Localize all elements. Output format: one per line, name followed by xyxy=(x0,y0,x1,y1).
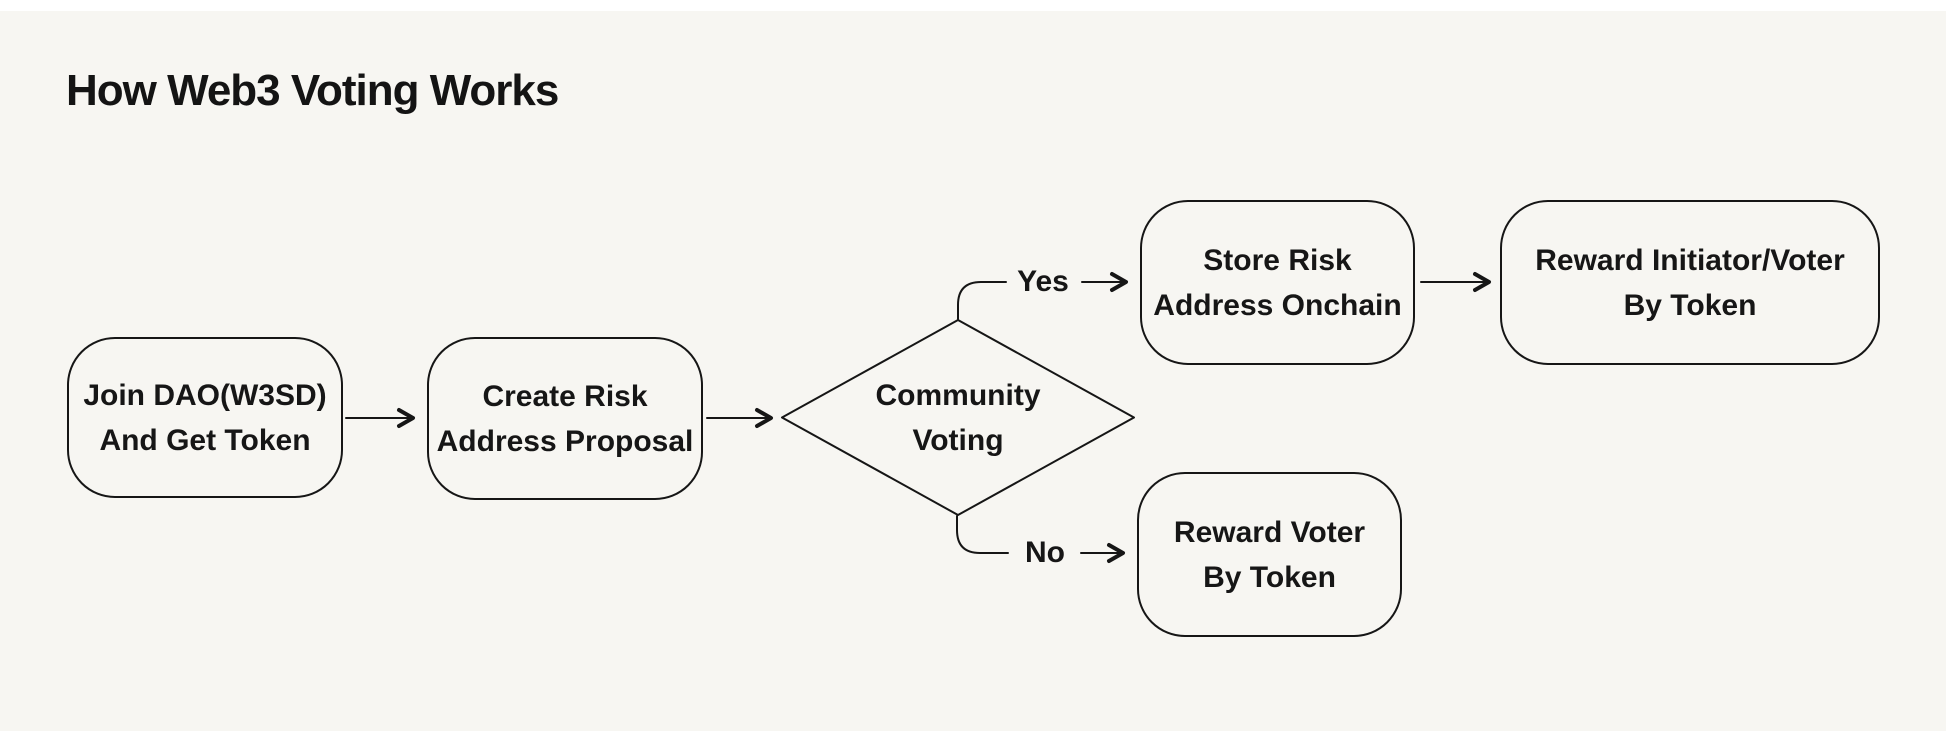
edge-no-elbow xyxy=(956,515,1009,554)
node-join-dao-line1: Join DAO(W3SD) xyxy=(83,378,327,412)
community-voting-diamond xyxy=(781,319,1135,516)
node-join-dao-line2: And Get Token xyxy=(99,423,311,457)
node-reward-voter-line1: Reward Voter xyxy=(1173,515,1366,549)
node-create-proposal-line1: Create Risk xyxy=(482,379,648,413)
edge-label-yes: Yes xyxy=(1017,265,1069,298)
node-reward-initiator: Reward Initiator/Voter By Token xyxy=(1500,200,1880,365)
node-reward-voter-line2: By Token xyxy=(1203,560,1336,594)
node-reward-voter: Reward Voter By Token xyxy=(1137,472,1402,637)
node-reward-initiator-line2: By Token xyxy=(1623,288,1757,322)
node-reward-initiator-line1: Reward Initiator/Voter xyxy=(1535,243,1845,277)
node-create-proposal-line2: Address Proposal xyxy=(436,424,694,458)
node-create-proposal: Create Risk Address Proposal xyxy=(427,337,703,500)
node-store-onchain-line1: Store Risk xyxy=(1203,243,1352,277)
node-community-voting-line2: Voting xyxy=(912,424,1004,457)
node-community-voting-line1: Community xyxy=(875,379,1041,412)
node-join-dao: Join DAO(W3SD) And Get Token xyxy=(67,337,343,498)
node-store-onchain-line2: Address Onchain xyxy=(1153,288,1402,322)
page-title: How Web3 Voting Works xyxy=(66,66,559,115)
edge-yes-elbow xyxy=(957,281,1007,320)
node-store-onchain: Store Risk Address Onchain xyxy=(1140,200,1415,365)
node-community-voting-label: Community Voting xyxy=(838,373,1078,463)
edge-label-no: No xyxy=(1025,536,1065,569)
